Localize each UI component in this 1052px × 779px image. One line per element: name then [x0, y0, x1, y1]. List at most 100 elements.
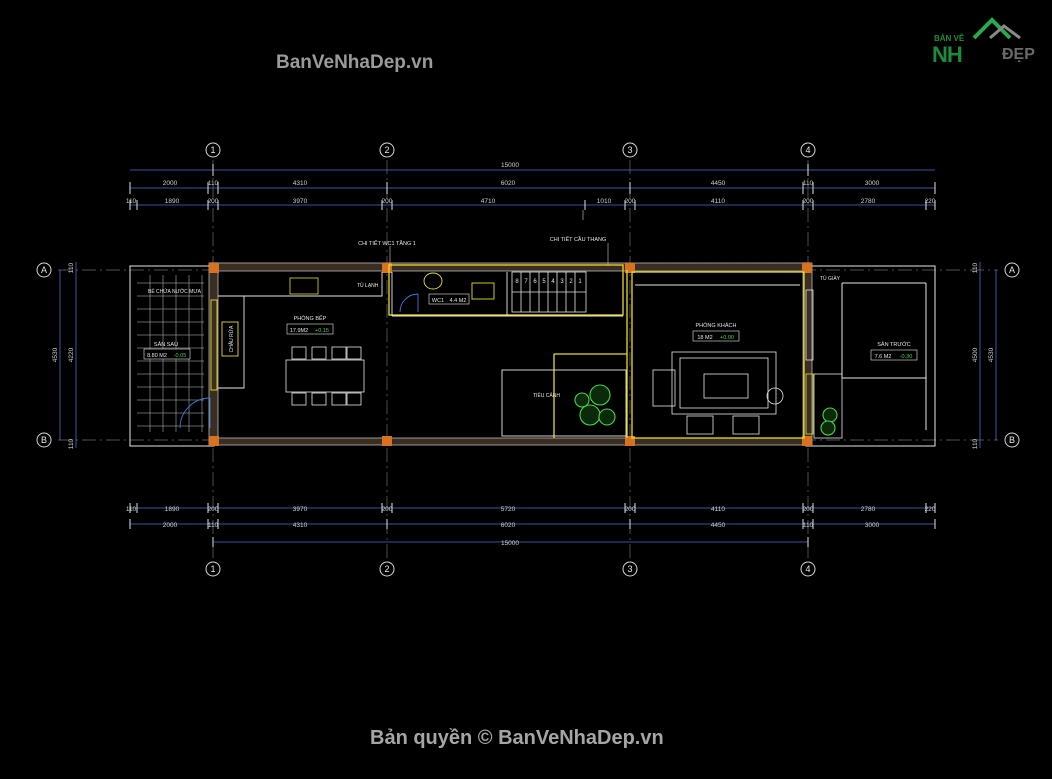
room-wc-area: 4.4 M2: [450, 298, 467, 304]
misc-labels: BỂ CHỨA NƯỚC MƯA TỦ LẠNH CHẬU RỬA TIỂU C…: [148, 275, 841, 399]
stair-step-1: 1: [578, 279, 582, 285]
room-phong-bep-area: 17.9M2: [290, 328, 308, 334]
note-texts: CHI TIẾT WC1 TẦNG 1 CHI TIẾT CẦU THANG: [358, 236, 606, 247]
room-san-sau: SÂN SAU 8.80 M2 -0.05: [143, 341, 191, 360]
dim-bot-c1-3: 3970: [293, 506, 308, 513]
dim-top-c1-2: 4310: [293, 180, 308, 187]
dimension-text-right: 4530 4500 110 110: [972, 262, 995, 449]
dim-bot-c1-8: 200: [803, 506, 814, 513]
dim-bot-c1-5: 5720: [501, 506, 516, 513]
stair-step-4: 4: [551, 279, 555, 285]
dim-top-c2-11: 220: [925, 198, 936, 205]
grid-label-4-bottom: 4: [805, 564, 810, 574]
room-phong-khach-area: 18 M2: [697, 335, 712, 341]
grid-label-2-bottom: 2: [384, 564, 389, 574]
wc-fixtures: [399, 272, 495, 313]
stair-step-5: 5: [542, 279, 546, 285]
room-san-sau-area: 8.80 M2: [147, 353, 167, 359]
dim-bot-c2-0: 2000: [163, 522, 178, 529]
watermark-bottom: Bản quyền © BanVeNhaDep.vn: [370, 727, 664, 749]
dim-top-total: 15000: [501, 162, 519, 169]
room-phong-khach-level: +0.00: [720, 335, 734, 341]
dim-top-c2-4: 200: [382, 198, 393, 205]
dim-top-c2-10: 2780: [861, 198, 876, 205]
dim-top-c1-5: 110: [803, 180, 814, 187]
stair-step-7: 7: [524, 279, 528, 285]
dim-right-3: 110: [972, 438, 979, 449]
note-detail-wc: CHI TIẾT WC1 TẦNG 1: [358, 240, 416, 247]
dim-top-c2-3: 3970: [293, 198, 308, 205]
grid-label-2-top: 2: [384, 145, 389, 155]
dim-left-3: 110: [68, 438, 75, 449]
yard-outlines: [129, 265, 936, 447]
yellow-frames: [388, 264, 805, 439]
dim-top-c1-0: 2000: [163, 180, 178, 187]
dim-top-c2-9: 200: [803, 198, 814, 205]
room-phong-khach: PHÒNG KHÁCH 18 M2 +0.00: [692, 322, 740, 342]
room-wc: WC1 4.4 M2: [428, 293, 470, 305]
dim-top-c2-2: 200: [208, 198, 219, 205]
dim-top-c2-6: 1010: [597, 198, 612, 205]
label-tieu-canh: TIỂU CẢNH: [533, 392, 560, 399]
dim-bot-c1-0: 110: [126, 506, 137, 513]
label-ke-day: TỦ GIÀY: [820, 275, 841, 282]
grid-label-1-top: 1: [210, 145, 215, 155]
plant-front-yard-icon: [820, 407, 838, 436]
dimension-lines: [59, 169, 997, 543]
label-be-chua-nuoc: BỂ CHỨA NƯỚC MƯA: [148, 288, 202, 295]
grid-label-4-top: 4: [805, 145, 810, 155]
living-room-furniture: [652, 289, 814, 435]
logo-brand-right: ĐẸP: [1002, 46, 1035, 63]
room-phong-khach-name: PHÒNG KHÁCH: [696, 322, 737, 329]
dim-left-0: 4530: [52, 347, 59, 362]
dim-left-2: 110: [68, 262, 75, 273]
dim-bot-c1-9: 2780: [861, 506, 876, 513]
dim-bot-c1-4: 200: [382, 506, 393, 513]
dimension-text-bottom: 110 1890 200 3970 200 5720 200 4110 200 …: [126, 506, 936, 547]
logo-brand-left: NH: [932, 42, 963, 67]
dim-top-c2-0: 110: [126, 198, 137, 205]
dim-top-c2-5: 4710: [481, 198, 496, 205]
room-san-sau-name: SÂN SAU: [154, 341, 178, 348]
label-chau-rua: CHẬU RỬA: [228, 325, 235, 352]
note-detail-stair: CHI TIẾT CẦU THANG: [550, 236, 607, 243]
dim-bot-c2-1: 110: [208, 522, 219, 529]
grid-label-1-bottom: 1: [210, 564, 215, 574]
grid-label-b-right: B: [1009, 435, 1015, 445]
front-yard-details: [813, 373, 843, 439]
grid-label-a-left: A: [41, 265, 47, 275]
dim-bot-c1-1: 1890: [165, 506, 180, 513]
stair-step-8: 8: [515, 279, 519, 285]
dim-right-0: 4530: [988, 347, 995, 362]
dim-bot-c1-10: 220: [925, 506, 936, 513]
dim-top-c2-7: 200: [625, 198, 636, 205]
stair-numbers: 8 7 6 5 4 3 2 1: [515, 279, 582, 285]
room-phong-bep: PHÒNG BẾP 17.9M2 +0.15: [286, 315, 334, 335]
logo-top-text: BẢN VẼ: [934, 34, 965, 43]
dimension-text-top: 15000 2000 110 4310 6020 4450 110 3000 1…: [126, 162, 936, 205]
walls: [208, 262, 813, 446]
house-logo-icon: [972, 17, 1021, 40]
dim-bot-c1-6: 200: [625, 506, 636, 513]
dim-bot-c2-2: 4310: [293, 522, 308, 529]
room-san-truoc-level: -0.30: [900, 354, 913, 360]
room-san-truoc: SÂN TRƯỚC 7.6 M2 -0.30: [870, 341, 918, 361]
dim-bot-c2-3: 6020: [501, 522, 516, 529]
grid-label-a-right: A: [1009, 265, 1015, 275]
dim-left-1: 4220: [68, 347, 75, 362]
room-wc-label: WC1: [432, 298, 444, 304]
grid-bubble-labels: 1 2 3 4 1 2 3 4 A B A B: [41, 145, 1015, 574]
watermark-top: BanVeNhaDep.vn: [276, 52, 434, 73]
grid-label-3-top: 3: [627, 145, 632, 155]
dim-top-c1-4: 4450: [711, 180, 726, 187]
columns: [209, 263, 812, 446]
room-san-truoc-area: 7.6 M2: [875, 354, 892, 360]
dim-bot-c1-7: 4110: [711, 506, 725, 513]
stair-step-6: 6: [533, 279, 537, 285]
kitchen-fixtures: [179, 299, 239, 429]
stair-step-2: 2: [569, 279, 573, 285]
dim-top-c2-8: 4110: [711, 198, 725, 205]
dim-top-c1-6: 3000: [865, 180, 880, 187]
room-phong-bep-name: PHÒNG BẾP: [294, 315, 327, 322]
